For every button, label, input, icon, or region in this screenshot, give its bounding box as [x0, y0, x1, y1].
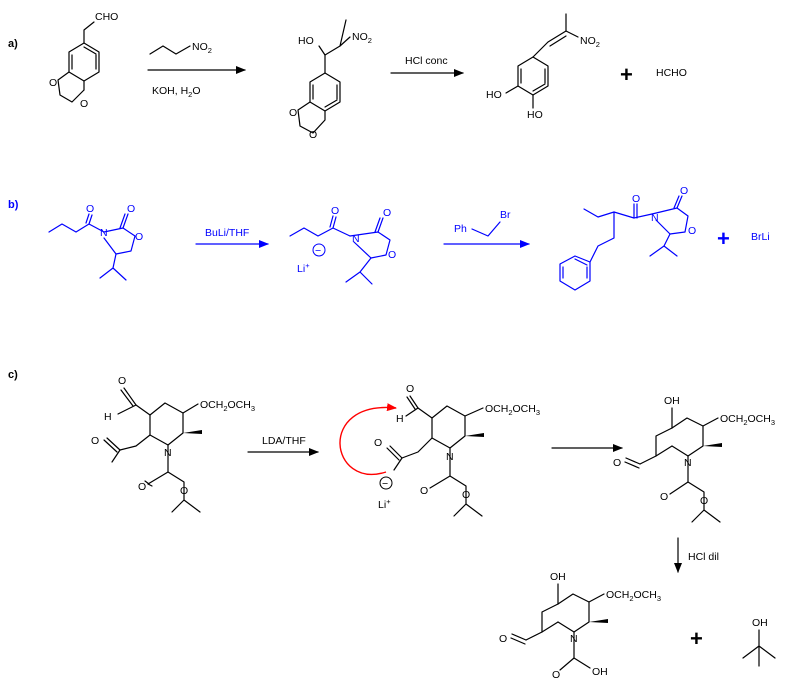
svg-text:O: O: [289, 107, 297, 119]
nitroalcohol-molecule: HO NO2 O O: [289, 19, 372, 141]
svg-text:O: O: [499, 633, 507, 645]
lithium-bromide: BrLi: [751, 231, 770, 243]
svg-text:O: O: [688, 225, 696, 237]
svg-text:NO2: NO2: [580, 35, 600, 49]
svg-text:O: O: [374, 437, 382, 449]
svg-text:O: O: [331, 205, 339, 217]
svg-text:O: O: [309, 129, 317, 141]
svg-text:O: O: [138, 481, 146, 493]
section-a: a) CHO O O NO2 KOH, H2O HO: [8, 11, 687, 141]
svg-text:OCH2OCH3: OCH2OCH3: [485, 403, 540, 417]
svg-text:OCH2OCH3: OCH2OCH3: [200, 399, 255, 413]
ketone-enolate-molecule: O H OCH2OCH3 O − Li+ N O O: [339, 383, 540, 517]
acyl-oxazolidinone-molecule: O O N O: [48, 203, 143, 281]
dioxole-o-top: O: [49, 77, 57, 89]
curved-electron-arrow: [339, 403, 397, 475]
svg-text:OCH2OCH3: OCH2OCH3: [606, 589, 661, 603]
svg-text:−: −: [315, 245, 321, 257]
arrow-c3-label: HCl dil: [688, 551, 719, 563]
svg-text:OH: OH: [664, 395, 680, 407]
arrow-b1: BuLi/THF: [195, 227, 269, 248]
bicyclic-aldol-product-molecule: OH OCH2OCH3 O N O O: [613, 395, 775, 523]
nitrostyrene-molecule: NO2 HO HO: [486, 13, 600, 121]
arrow-a2-label: HCl conc: [405, 55, 448, 67]
svg-text:NO2: NO2: [192, 41, 212, 55]
arrow-b2: Ph Br: [443, 209, 530, 248]
svg-text:N: N: [651, 212, 659, 224]
svg-text:H: H: [396, 413, 404, 425]
svg-text:OH: OH: [752, 617, 768, 629]
enolate-molecule: − O O N O Li+: [289, 205, 396, 285]
svg-text:H: H: [104, 411, 112, 423]
svg-text:O: O: [91, 435, 99, 447]
svg-text:O: O: [127, 203, 135, 215]
svg-text:O: O: [86, 203, 94, 215]
svg-text:N: N: [570, 633, 578, 645]
arrow-c3: HCl dil: [674, 537, 719, 573]
section-a-label: a): [8, 38, 18, 50]
svg-text:O: O: [552, 669, 560, 681]
svg-text:O: O: [118, 375, 126, 387]
svg-text:OH: OH: [550, 571, 566, 583]
svg-text:O: O: [632, 193, 640, 205]
svg-text:N: N: [684, 457, 692, 469]
arrow-c1: LDA/THF: [247, 435, 319, 456]
formaldehyde: HCHO: [656, 67, 687, 79]
arrow-a2: HCl conc: [390, 55, 464, 77]
section-c: c) O H OCH2OCH3 O N O O LDA/THF: [8, 369, 776, 681]
svg-text:NO2: NO2: [352, 31, 372, 45]
svg-text:−: −: [382, 478, 388, 490]
svg-text:Br: Br: [500, 209, 511, 221]
svg-text:O: O: [680, 185, 688, 197]
plus-a: +: [620, 62, 633, 87]
int-ho-label: HO: [298, 35, 314, 47]
arrow-a1: NO2 KOH, H2O: [147, 41, 246, 99]
plus-b: +: [717, 226, 730, 251]
section-c-label: c): [8, 369, 18, 381]
svg-text:O: O: [700, 495, 708, 507]
arrow-c1-label: LDA/THF: [262, 435, 306, 447]
svg-text:N: N: [446, 451, 454, 463]
svg-text:O: O: [383, 207, 391, 219]
section-b: b) O O N O BuLi/THF − O O: [8, 185, 770, 291]
svg-text:HO: HO: [527, 109, 543, 121]
alkylated-product-molecule: O O N O: [559, 185, 696, 291]
arrow-a1-conditions: KOH, H2O: [152, 85, 201, 99]
arrow-b1-label: BuLi/THF: [205, 227, 249, 239]
svg-text:O: O: [420, 485, 428, 497]
svg-text:O: O: [135, 231, 143, 243]
svg-text:HO: HO: [486, 89, 502, 101]
svg-text:O: O: [660, 491, 668, 503]
svg-text:O: O: [462, 489, 470, 501]
tert-butanol-molecule: OH: [742, 617, 776, 667]
svg-text:OH: OH: [592, 666, 608, 678]
svg-text:Li+: Li+: [378, 497, 391, 511]
cho-label: CHO: [95, 11, 118, 23]
svg-text:N: N: [100, 227, 108, 239]
svg-text:N: N: [164, 447, 172, 459]
svg-text:OCH2OCH3: OCH2OCH3: [720, 413, 775, 427]
svg-text:Li+: Li+: [297, 261, 310, 275]
plus-c: +: [690, 626, 703, 651]
svg-text:O: O: [180, 485, 188, 497]
svg-text:O: O: [406, 383, 414, 395]
piperonal-molecule: CHO O O: [49, 11, 118, 110]
svg-text:N: N: [352, 233, 360, 245]
svg-text:Ph: Ph: [454, 223, 467, 235]
dioxole-o-bottom: O: [80, 98, 88, 110]
piperidine-aldehyde-molecule: O H OCH2OCH3 O N O O: [91, 375, 255, 513]
svg-text:O: O: [613, 457, 621, 469]
section-b-label: b): [8, 199, 19, 211]
carbamic-acid-product-molecule: OH OCH2OCH3 O N O OH: [499, 571, 661, 681]
svg-text:O: O: [388, 249, 396, 261]
